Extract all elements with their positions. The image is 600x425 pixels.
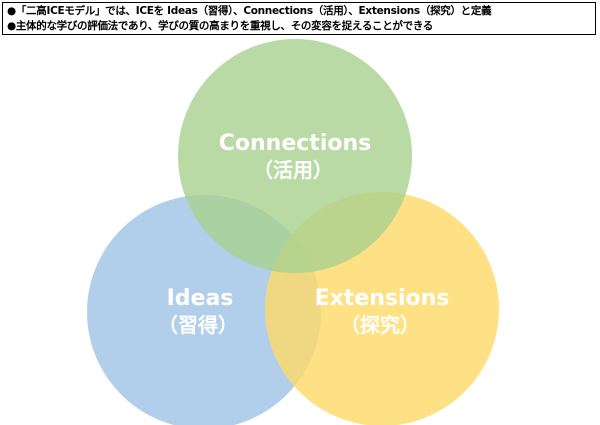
- connections-title: Connections: [219, 131, 371, 156]
- extensions-title: Extensions: [315, 286, 450, 311]
- ideas-title: Ideas: [167, 286, 234, 311]
- connections-subtitle: （活用）: [253, 158, 333, 182]
- extensions-subtitle: （探究）: [340, 313, 420, 337]
- connections-circle: [178, 39, 412, 273]
- header-line-1: ●「二高ICEモデル」では、ICEを Ideas（習得）、Connections…: [7, 5, 492, 17]
- header-box: ●「二高ICEモデル」では、ICEを Ideas（習得）、Connections…: [2, 2, 596, 35]
- header-line-2: ●主体的な学びの評価法であり、学びの質の高まりを重視し、その変容を捉えることがで…: [7, 19, 434, 32]
- ideas-subtitle: （習得）: [158, 313, 238, 337]
